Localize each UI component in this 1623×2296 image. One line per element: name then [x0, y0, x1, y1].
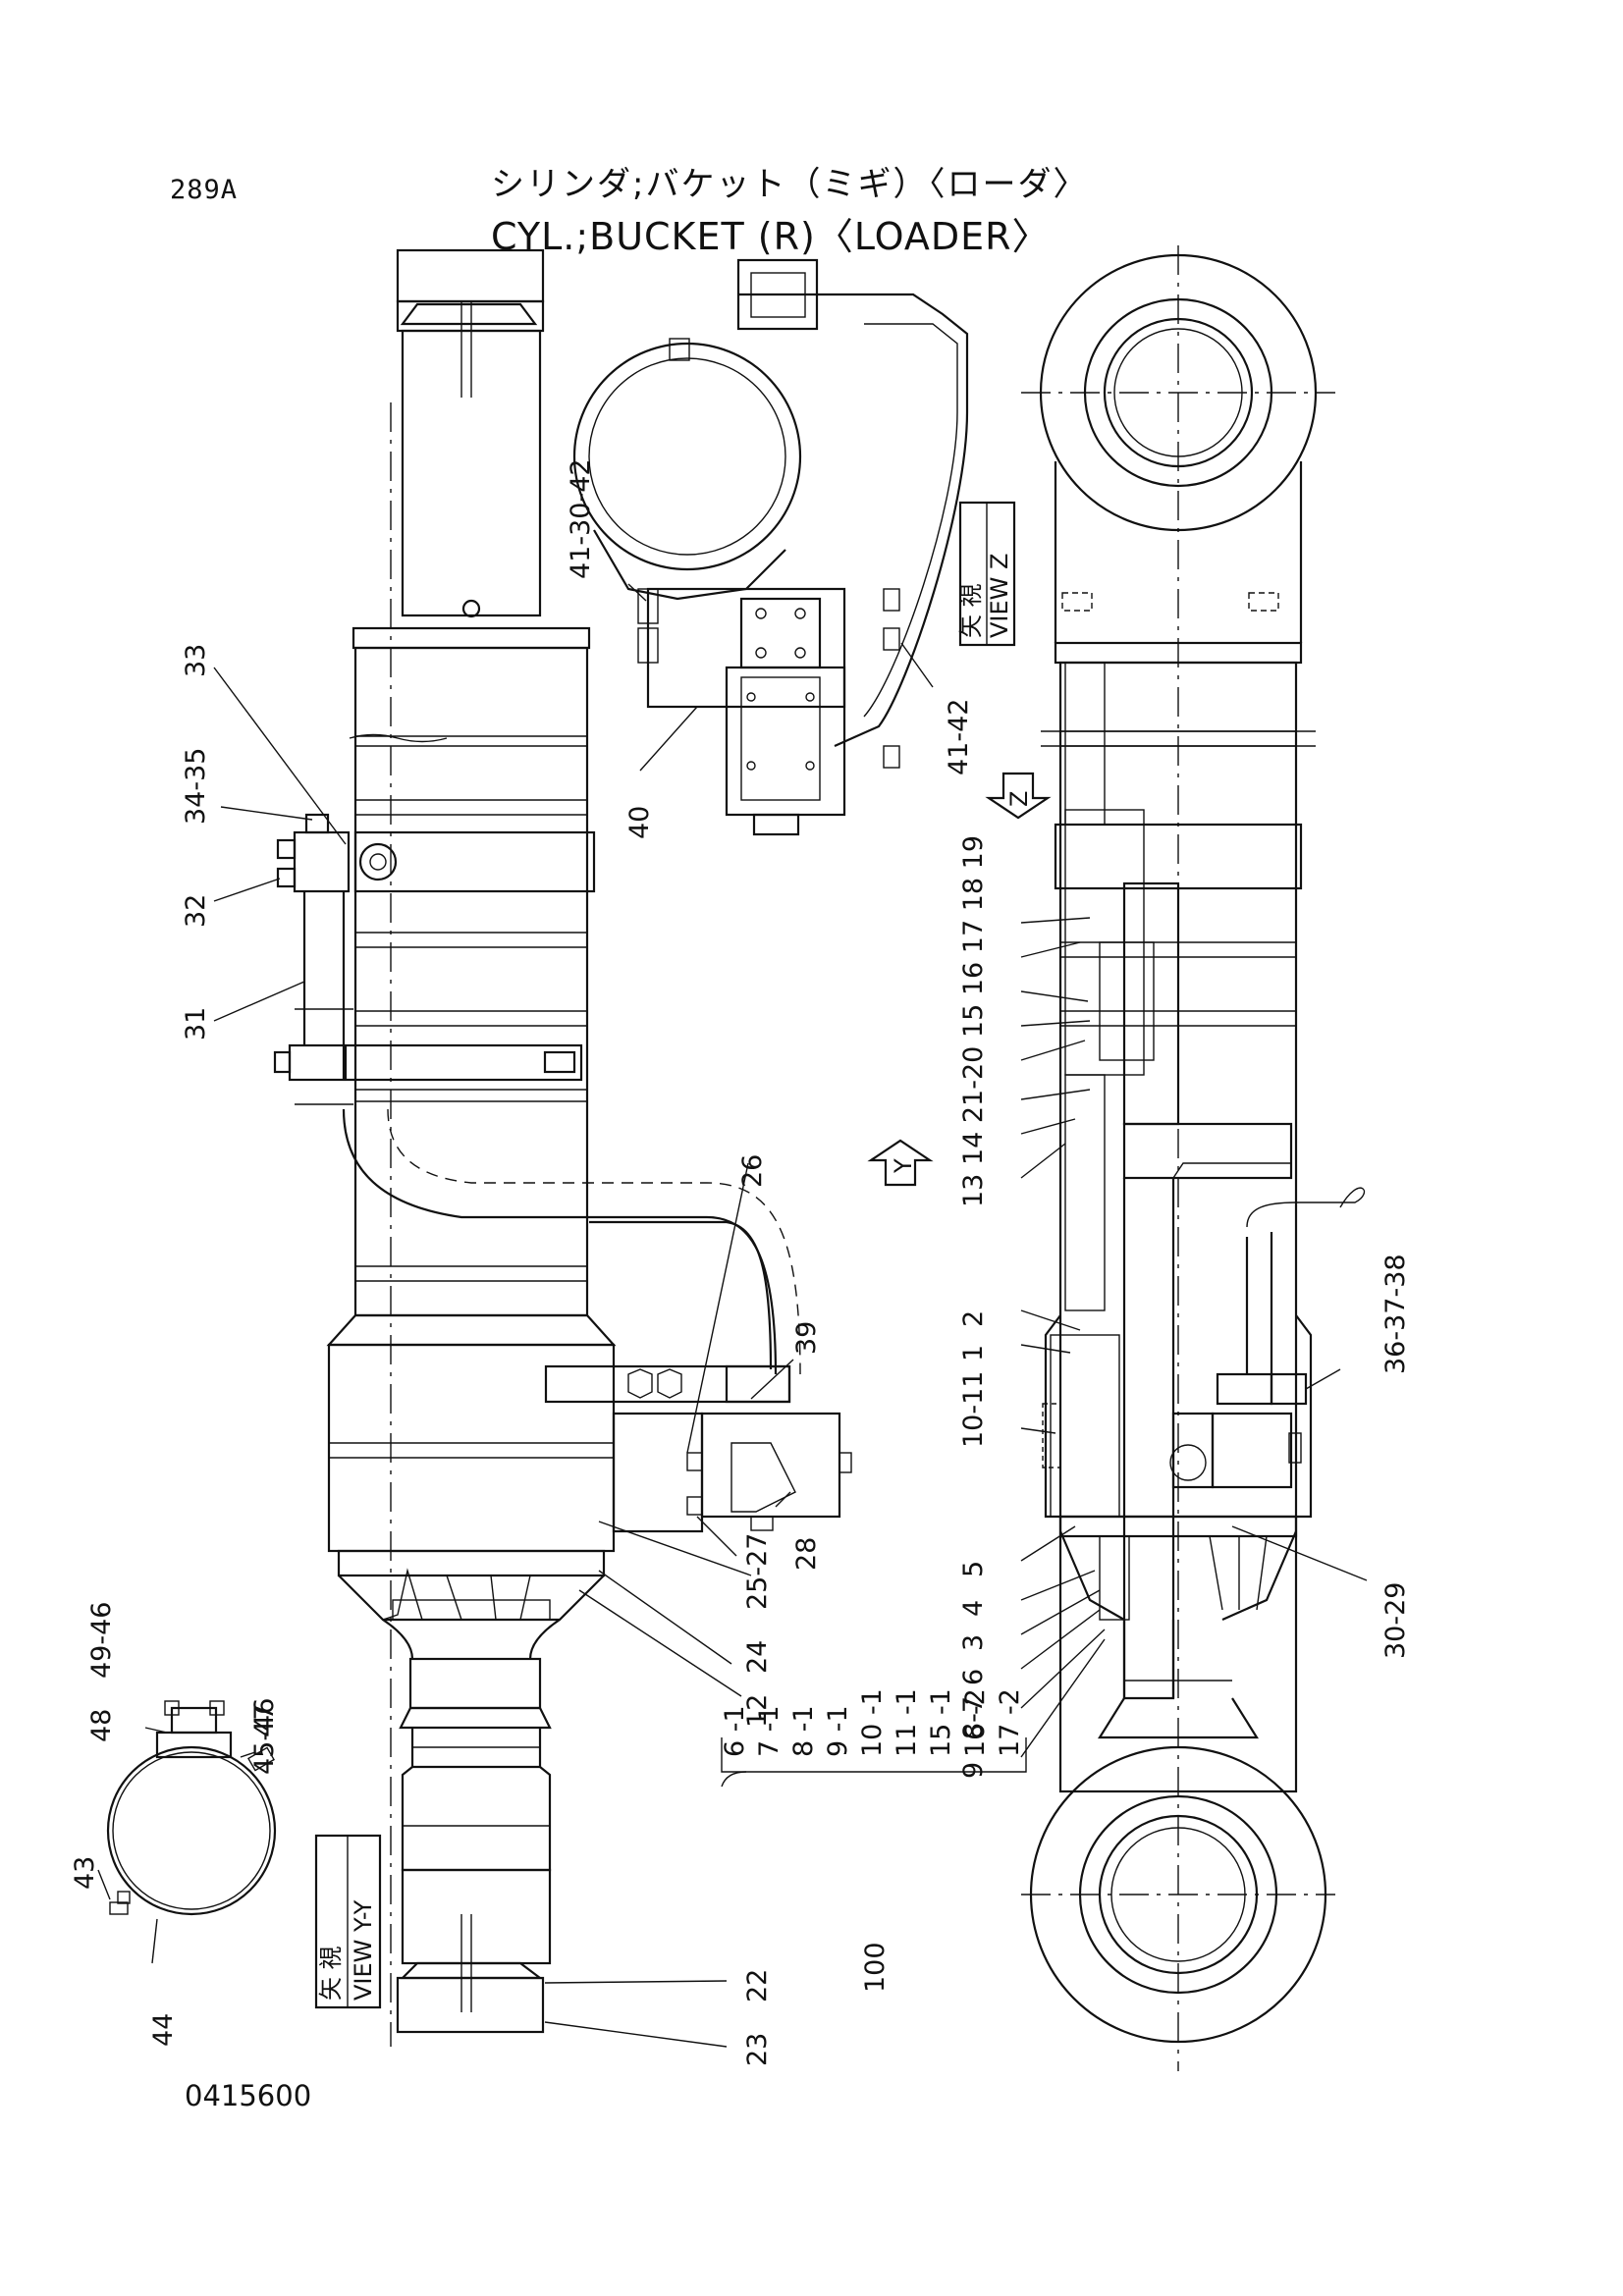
clamp-view	[106, 1700, 277, 1916]
title-english: CYL.;BUCKET (R)〈LOADER〉	[491, 215, 1051, 258]
callout-41-42: 41-42	[944, 699, 974, 775]
kit-item-8: 8 -1	[788, 1705, 819, 1757]
callout-48: 48	[86, 1709, 117, 1742]
kit-100-group: 100 6 -1 7 -1 8 -1 9 -1 10 -1 11 -1 15 -…	[720, 1688, 1025, 1993]
callout-22: 22	[742, 1969, 773, 2002]
callout-5: 5	[958, 1561, 989, 1577]
view-z-box: 矢 視 VIEW Z	[957, 501, 1016, 647]
kit-item-11: 11 -1	[892, 1688, 922, 1757]
callout-45-46: 45-46	[249, 1698, 280, 1775]
callout-41-30-42: 41-30-42	[566, 458, 596, 579]
callout-31: 31	[181, 1007, 211, 1041]
callout-49-46: 49-46	[86, 1602, 117, 1679]
kit-item-7: 7 -1	[754, 1705, 784, 1757]
view-y-box: 矢 視 VIEW Y-Y	[314, 1834, 382, 2009]
leader-lines	[97, 583, 1368, 2048]
callout-25-27: 25-27	[742, 1533, 773, 1610]
callout-44: 44	[148, 2013, 179, 2047]
kit-item-9: 9 -1	[823, 1705, 853, 1757]
callout-36-37-38: 36-37-38	[1380, 1254, 1411, 1374]
view-z-jp-label: 矢 視	[957, 583, 985, 638]
view-z-en-label: VIEW Z	[986, 554, 1013, 638]
left-cylinder-view	[273, 248, 852, 2047]
callout-8-7: 8-7	[958, 1696, 989, 1739]
view-y-en-label: VIEW Y-Y	[350, 1899, 377, 2001]
callout-34-35: 34-35	[181, 748, 211, 825]
drawing-number: 0415600	[185, 2079, 312, 2112]
arrow-y-marker: Y	[867, 1139, 934, 1187]
kit-label: 100	[860, 1942, 891, 1993]
kit-item-17: 17 -2	[995, 1688, 1025, 1757]
callout-10-11: 10-11	[958, 1371, 989, 1448]
arrow-y-label: Y	[890, 1158, 917, 1174]
callout-43: 43	[70, 1856, 100, 1890]
callout-24: 24	[742, 1640, 773, 1674]
right-cylinder-section	[1021, 245, 1366, 2071]
callout-9: 9	[958, 1762, 989, 1779]
callout-33: 33	[181, 644, 211, 677]
callout-47: 47	[249, 1704, 280, 1737]
arrow-z-marker: Z	[985, 772, 1052, 820]
callout-seal-group: 13 14 21-20 15 16 17 18 19	[958, 835, 989, 1207]
callout-39: 39	[791, 1321, 822, 1355]
callout-32: 32	[181, 894, 211, 928]
title-japanese: シリンダ;バケット（ミギ）〈ローダ〉	[491, 165, 1089, 204]
top-pipe-view	[572, 258, 969, 836]
callout-2: 2	[958, 1310, 989, 1327]
callout-3: 3	[958, 1634, 989, 1651]
callout-30-29: 30-29	[1380, 1582, 1411, 1659]
callout-12: 12	[742, 1694, 773, 1728]
callout-labels: 33 34-35 32 31 26 39 28 25-27 24 12 22 2…	[70, 458, 1411, 2066]
callout-40: 40	[624, 806, 655, 839]
callout-4: 4	[958, 1600, 989, 1617]
callout-6: 6	[958, 1669, 989, 1685]
kit-item-6: 6 -1	[720, 1705, 750, 1757]
callout-26: 26	[737, 1154, 768, 1188]
callout-28: 28	[791, 1537, 822, 1571]
arrow-z-label: Z	[1005, 791, 1033, 807]
callout-1: 1	[958, 1345, 989, 1362]
page-code: 289A	[170, 175, 239, 205]
callout-23: 23	[742, 2033, 773, 2066]
kit-item-16: 16 -2	[960, 1688, 991, 1757]
kit-item-10: 10 -1	[857, 1688, 888, 1757]
kit-item-15: 15 -1	[926, 1688, 956, 1757]
view-y-jp-label: 矢 視	[317, 1946, 345, 2001]
